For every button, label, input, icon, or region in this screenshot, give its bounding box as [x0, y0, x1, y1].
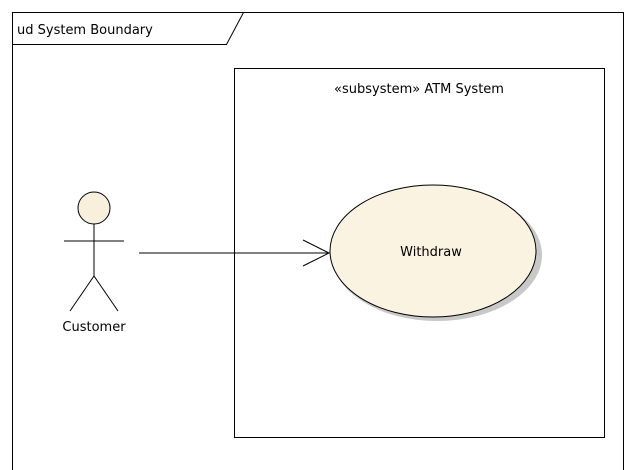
actor-left-leg [69, 275, 95, 312]
arrowhead [302, 239, 331, 267]
subsystem-label: «subsystem» ATM System [334, 82, 504, 97]
actor-customer[interactable] [64, 191, 124, 312]
frame-label-tab [12, 12, 244, 45]
frame-label: ud System Boundary [17, 23, 153, 38]
actor-head [77, 191, 111, 225]
actor-right-leg [93, 275, 119, 312]
use-case-label: Withdraw [400, 245, 462, 260]
actor-name-label: Customer [62, 320, 126, 335]
use-case-withdraw[interactable]: Withdraw [329, 184, 542, 321]
use-case-ellipse [329, 184, 537, 318]
association-arrow[interactable] [139, 239, 331, 267]
